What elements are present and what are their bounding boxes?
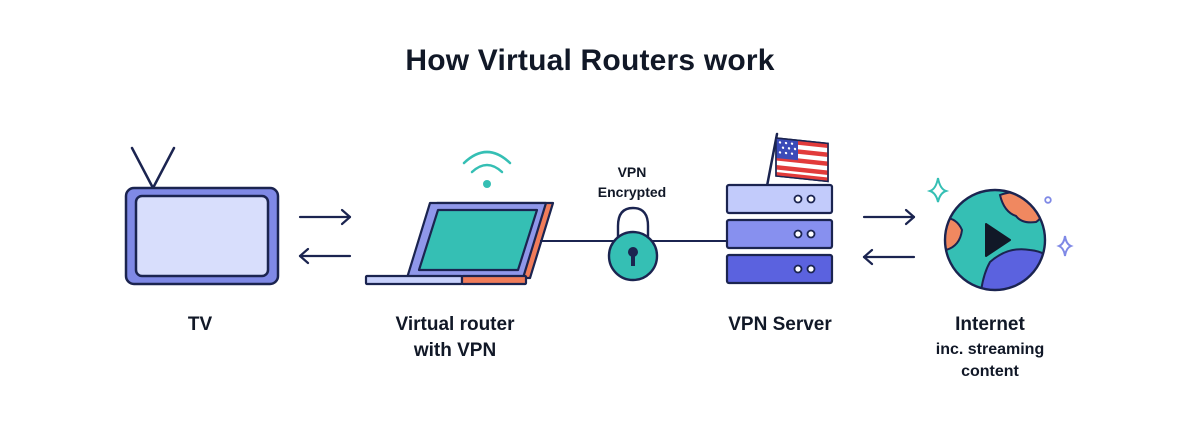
- arrow-left-icon: [298, 247, 352, 265]
- internet-sublabel: inc. streaming content: [900, 339, 1080, 383]
- laptop-icon: [364, 201, 555, 286]
- internet-sublabel-line2: content: [961, 363, 1019, 380]
- wifi-icon: [462, 150, 512, 188]
- sparkle-icon: [926, 177, 950, 203]
- connection-label-line1: VPN: [617, 164, 647, 180]
- sparkle-dot: [1044, 196, 1052, 204]
- router-label: Virtual router with VPN: [360, 312, 550, 364]
- play-icon: [985, 223, 1011, 257]
- sparkle-icon: [1056, 235, 1074, 257]
- arrow-right-icon: [862, 208, 916, 226]
- server-rack-icon: [725, 183, 834, 285]
- internet-label: Internet: [955, 314, 1025, 335]
- router-label-line2: with VPN: [413, 340, 497, 361]
- us-flag-icon: [765, 132, 829, 188]
- server-label: VPN Server: [728, 314, 832, 335]
- arrow-right-icon: [298, 208, 352, 226]
- arrow-left-icon: [862, 248, 916, 266]
- lock-icon: [607, 206, 659, 282]
- connection-label: VPN Encrypted: [572, 162, 692, 202]
- internet-sublabel-line1: inc. streaming: [935, 341, 1045, 358]
- tv-icon: [124, 146, 280, 286]
- router-label-line1: Virtual router: [395, 314, 515, 335]
- connection-label-line2: Encrypted: [597, 184, 667, 200]
- tv-label: TV: [187, 314, 213, 335]
- globe-icon: [943, 188, 1047, 292]
- diagram-title: How Virtual Routers work: [405, 44, 775, 77]
